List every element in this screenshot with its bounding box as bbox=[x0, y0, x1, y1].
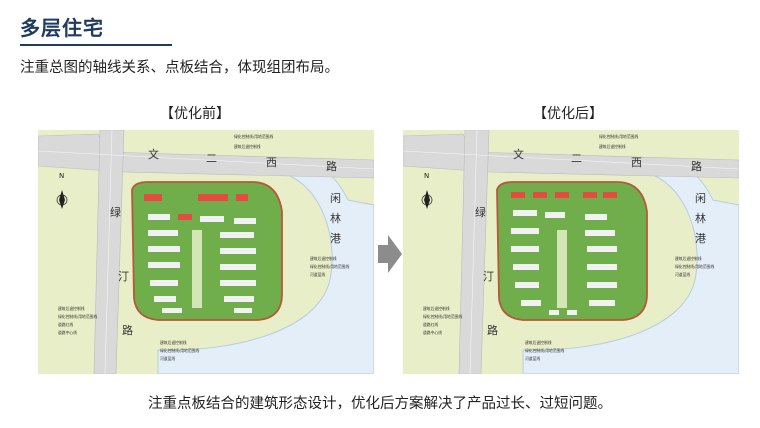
river-water bbox=[522, 159, 739, 374]
page-title: 多层住宅 bbox=[20, 16, 104, 40]
road-top-char: 西 bbox=[631, 156, 642, 169]
road-left bbox=[458, 130, 490, 374]
legend-note: 建筑后退控制线 bbox=[310, 256, 337, 261]
legend-note: 建筑后退控制线 bbox=[160, 340, 187, 345]
north-letter: N bbox=[59, 172, 64, 180]
legend-note: 建筑后退控制线 bbox=[675, 256, 702, 261]
road-left-char: 绿 bbox=[475, 205, 486, 219]
north-letter: N bbox=[424, 172, 429, 180]
site-plan-after: N 文 二 西 路 绿 汀 路 闲 林 港 绿化控制线/用地范围线 建筑后退控制… bbox=[403, 130, 739, 374]
north-arrow: N bbox=[56, 172, 68, 209]
legend-note: 河道蓝线 bbox=[525, 356, 540, 361]
legend-note: 河道蓝线 bbox=[310, 272, 325, 277]
river-char: 港 bbox=[695, 232, 706, 245]
legend-note: 道路红线 bbox=[423, 322, 438, 327]
page-subtitle: 注重总图的轴线关系、点板结合，体现组团布局。 bbox=[20, 60, 339, 76]
road-top-char: 文 bbox=[148, 147, 159, 161]
river-water bbox=[157, 159, 374, 374]
site-plan-before: N 文 二 西 路 绿 汀 路 闲 林 港 绿化控制线/用地范围线 建筑后退控制… bbox=[38, 130, 374, 374]
road-left-char: 汀 bbox=[118, 270, 129, 283]
legend-note: 绿化控制线/用地范围线 bbox=[58, 314, 97, 319]
road-left-char: 路 bbox=[122, 324, 133, 337]
legend-note: 河道蓝线 bbox=[675, 272, 690, 277]
legend-note: 建筑后退控制线 bbox=[423, 306, 450, 311]
river-char: 闲 bbox=[330, 191, 341, 205]
after-label: 【优化后】 bbox=[533, 106, 603, 122]
road-top-char: 二 bbox=[206, 152, 217, 165]
river-char: 林 bbox=[330, 211, 341, 225]
legend-note: 绿化控制线/用地范围线 bbox=[525, 348, 564, 353]
title-underline bbox=[20, 44, 172, 46]
road-top-char: 文 bbox=[513, 147, 524, 161]
north-arrow: N bbox=[421, 172, 433, 209]
legend-note: 道路中心线 bbox=[423, 330, 442, 335]
legend-note: 绿化控制线/用地范围线 bbox=[423, 314, 462, 319]
site-plan-after-svg: N 文 二 西 路 绿 汀 路 闲 林 港 绿化控制线/用地范围线 建筑后退控制… bbox=[403, 130, 739, 374]
legend-note: 建筑后退控制线 bbox=[234, 144, 261, 149]
legend-note: 建筑后退控制线 bbox=[525, 340, 552, 345]
road-top-char: 二 bbox=[571, 152, 582, 165]
buildings bbox=[511, 192, 617, 315]
legend-note: 绿化控制线/用地范围线 bbox=[234, 134, 273, 139]
road-top-char: 路 bbox=[326, 160, 337, 173]
legend-note: 建筑后退控制线 bbox=[599, 144, 626, 149]
legend-note: 绿化控制线/用地范围线 bbox=[160, 348, 199, 353]
legend-note: 道路红线 bbox=[58, 322, 73, 327]
legend-note: 绿化控制线/用地范围线 bbox=[599, 134, 638, 139]
transition-arrow-icon bbox=[378, 235, 402, 273]
road-top-char: 西 bbox=[266, 156, 277, 169]
before-label: 【优化前】 bbox=[160, 106, 230, 122]
legend-note: 建筑后退控制线 bbox=[58, 306, 85, 311]
legend-note: 道路中心线 bbox=[58, 330, 77, 335]
buildings bbox=[144, 194, 256, 313]
road-top-char: 路 bbox=[691, 160, 702, 173]
river-char: 闲 bbox=[695, 191, 706, 205]
site-plan-before-svg: N 文 二 西 路 绿 汀 路 闲 林 港 绿化控制线/用地范围线 建筑后退控制… bbox=[38, 130, 374, 374]
legend-note: 绿化控制线/用地范围线 bbox=[675, 264, 714, 269]
river-char: 港 bbox=[330, 232, 341, 245]
river-char: 林 bbox=[695, 211, 706, 225]
legend-note: 绿化控制线/用地范围线 bbox=[310, 264, 349, 269]
bottom-caption: 注重点板结合的建筑形态设计，优化后方案解决了产品过长、过短问题。 bbox=[148, 396, 612, 412]
road-left-char: 路 bbox=[487, 324, 498, 337]
road-left-char: 汀 bbox=[483, 270, 494, 283]
legend-note: 河道蓝线 bbox=[160, 356, 175, 361]
road-left-char: 绿 bbox=[110, 205, 121, 219]
road-left bbox=[93, 130, 125, 374]
